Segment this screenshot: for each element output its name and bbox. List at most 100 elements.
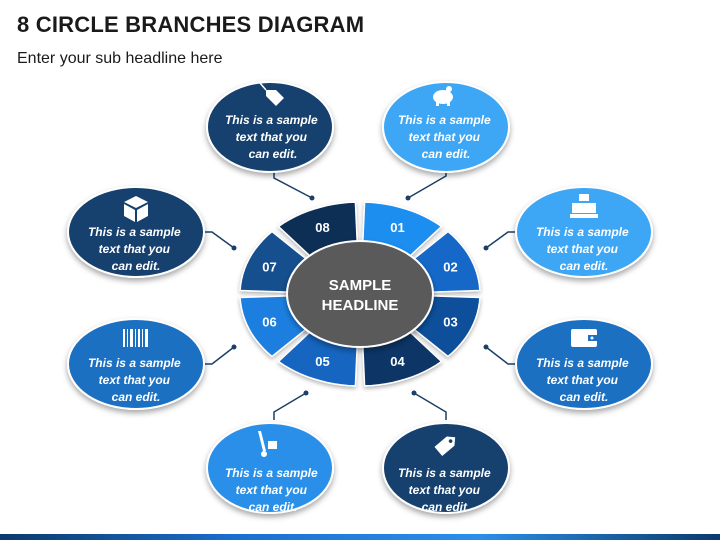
page-title: 8 CIRCLE BRANCHES DIAGRAM [17,12,365,37]
branch-node-06-line1: This is a sample [88,356,181,370]
branch-node-04-line3: can edit. [422,500,471,514]
connector-dot-05 [303,390,309,396]
barcode-icon-bar-3 [130,329,133,347]
branch-node-04-text: This is a sample text that you can edit. [398,466,494,514]
branch-node-05-line1: This is a sample [225,466,318,480]
connector-dot-06 [231,344,237,350]
box-icon-left [124,204,135,222]
connector-dot-04 [411,390,417,396]
center-ellipse [286,240,434,348]
branch-node-04 [382,422,510,514]
barcode-icon-bar-7 [145,329,148,347]
piggy-bank-icon-leg-right [447,102,450,106]
branch-node-01-line1: This is a sample [398,113,491,127]
branch-node-05-line3: can edit. [249,500,298,514]
branch-node-08-bubble [206,81,334,173]
branch-node-06-line3: can edit. [112,390,161,404]
branch-node-07-line3: can edit. [112,259,161,273]
branch-node-08-text: This is a sample text that you can edit. [225,113,321,161]
connector-03 [485,346,515,365]
hand-truck-icon [258,431,277,457]
barcode-icon-bar-5 [138,329,140,347]
branch-node-03-line3: can edit. [560,390,609,404]
branch-node-01-line3: can edit. [422,147,471,161]
cash-register-icon-base [570,214,598,218]
branch-node-04-line2: text that you [409,483,481,497]
branch-node-08-line2: text that you [236,130,308,144]
branch-node-02 [515,186,653,278]
branch-node-05 [206,422,334,514]
branch-node-04-bubble [382,422,510,514]
branch-node-07-line2: text that you [99,242,171,256]
branch-node-03-line1: This is a sample [536,356,629,370]
wallet-icon-body [571,329,597,347]
branch-node-03-line2: text that you [547,373,619,387]
branch-node-08 [206,81,334,173]
hand-truck-icon-box [268,441,277,449]
branch-node-07-line1: This is a sample [88,225,181,239]
cash-register-icon-body [572,203,596,213]
branch-node-04-line1: This is a sample [398,466,491,480]
tag-icon-hole [448,439,453,443]
branch-nodes: This is a sample text that you can edit.… [67,81,653,514]
ring-segment-label-08: 08 [315,220,329,235]
barcode-icon-bar-4 [135,329,136,347]
page-subtitle: Enter your sub headline here [17,50,223,67]
hand-truck-icon-frame [258,431,266,451]
box-icon-top [124,196,148,208]
branch-node-05-line2: text that you [236,483,308,497]
box-icon-right [137,204,148,222]
connector-dot-01 [405,195,411,201]
branch-node-05-bubble [206,422,334,514]
center-headline-line2: HEADLINE [322,297,399,314]
branch-node-07 [67,186,205,278]
price-tag-icon [259,82,284,106]
branch-node-03 [515,318,653,410]
branch-node-06 [67,318,205,410]
wallet-icon [571,329,597,347]
branch-node-03-bubble [515,318,653,410]
connector-dot-02 [483,245,489,251]
connector-lines [205,170,515,420]
branch-node-08-line3: can edit. [249,147,298,161]
bottom-accent-bar [0,534,720,540]
ring-segment-label-03: 03 [443,315,457,330]
cash-register-icon [570,194,598,218]
connector-01 [407,170,447,199]
branch-node-02-line3: can edit. [560,259,609,273]
connector-05 [273,392,307,420]
branch-node-01-line2: text that you [409,130,481,144]
ring-segment-label-06: 06 [262,315,276,330]
barcode-icon-bar-2 [127,329,128,347]
price-tag-icon-string [259,82,267,91]
ring-segment-label-01: 01 [390,220,404,235]
piggy-bank-icon [433,86,453,106]
branch-node-02-bubble [515,186,653,278]
branch-node-01-text: This is a sample text that you can edit. [398,113,494,161]
connector-dot-03 [483,344,489,350]
branch-node-03-text: This is a sample text that you can edit. [536,356,632,404]
wallet-icon-button [590,336,594,340]
box-icon [124,196,148,222]
price-tag-icon-shape [266,90,284,106]
cash-register-icon-display [579,194,589,201]
piggy-bank-icon-body [433,90,453,104]
branch-node-01-bubble [382,81,510,173]
center-headline-line1: SAMPLE [329,277,392,294]
connector-08 [273,172,313,199]
branch-node-08-line1: This is a sample [225,113,318,127]
branch-node-01 [382,81,510,173]
barcode-icon-bar-1 [123,329,125,347]
piggy-bank-icon-coin [446,86,452,92]
branch-node-06-line2: text that you [99,373,171,387]
piggy-bank-icon-leg-left [436,102,439,106]
connector-02 [485,231,515,249]
connector-04 [413,392,447,420]
connector-06 [205,346,235,365]
ring-segment-label-02: 02 [443,259,457,274]
ring-segment-label-05: 05 [315,354,329,369]
branch-node-02-text: This is a sample text that you can edit. [536,225,632,273]
branch-node-07-bubble [67,186,205,278]
ring-segment-label-07: 07 [262,259,276,274]
